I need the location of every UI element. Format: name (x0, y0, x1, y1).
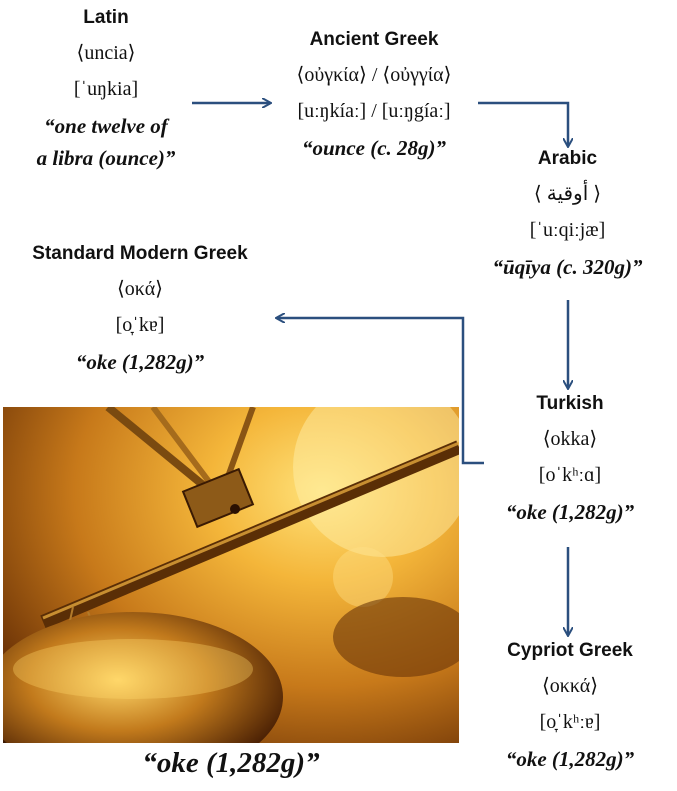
ipa-transcription: [oˈkʰːɑ] (538, 464, 602, 486)
gloss-line-1: “one twelve of (44, 114, 168, 138)
node-standard-modern-greek: Standard Modern Greek ⟨οκά⟩ [o̞ˈkɐ] “oke… (0, 243, 280, 375)
node-title: Cypriot Greek (507, 640, 633, 661)
orthography: ⟨οκκά⟩ (541, 675, 599, 697)
orthography: ⟨okka⟩ (542, 428, 598, 450)
gloss-line-2: a libra (ounce)” (36, 146, 176, 170)
arrow-ancient-greek-to-arabic (478, 101, 568, 146)
node-title: Arabic (537, 148, 598, 169)
ipa-transcription: [uːŋkíaː] / [uːŋgíaː] (297, 100, 451, 122)
gloss: “oke (1,282g)” (505, 747, 635, 771)
ipa-transcription: [ˈuːqiːjæ] (529, 219, 606, 241)
node-title: Standard Modern Greek (32, 243, 248, 264)
arrow-turkish-to-standard-modern-greek (277, 318, 484, 465)
node-turkish: Turkish ⟨okka⟩ [oˈkʰːɑ] “oke (1,282g)” (470, 393, 670, 525)
node-title: Latin (83, 7, 129, 28)
ipa-transcription: [o̞ˈkɐ] (115, 314, 165, 336)
gloss: “oke (1,282g)” (505, 500, 635, 524)
node-title: Turkish (536, 393, 604, 414)
gloss: “oke (1,282g)” (75, 350, 205, 374)
node-cypriot-greek: Cypriot Greek ⟨οκκά⟩ [o̞ˈkʰːɐ] “oke (1,2… (470, 640, 670, 772)
orthography: ⟨οὐγκία⟩ / ⟨οὐγγία⟩ (296, 64, 452, 86)
gloss: “ounce (c. 28g)” (301, 136, 447, 160)
image-caption: “oke (1,282g)” (142, 747, 320, 779)
node-latin: Latin ⟨uncia⟩ [ˈuŋkia] “one twelve of a … (0, 7, 212, 171)
node-title: Ancient Greek (309, 29, 439, 50)
node-arabic: Arabic ⟨ أوقية ⟩ [ˈuːqiːjæ] “ūqīya (c. 3… (458, 148, 677, 280)
orthography: ⟨uncia⟩ (76, 42, 136, 64)
balance-scale-photo (3, 407, 459, 743)
orthography: ⟨ أوقية ⟩ (533, 183, 602, 205)
ipa-transcription: [ˈuŋkia] (73, 78, 139, 100)
node-ancient-greek: Ancient Greek ⟨οὐγκία⟩ / ⟨οὐγγία⟩ [uːŋkí… (268, 29, 480, 161)
orthography: ⟨οκά⟩ (117, 278, 163, 300)
ipa-transcription: [o̞ˈkʰːɐ] (539, 711, 601, 733)
gloss: “ūqīya (c. 320g)” (492, 255, 643, 279)
